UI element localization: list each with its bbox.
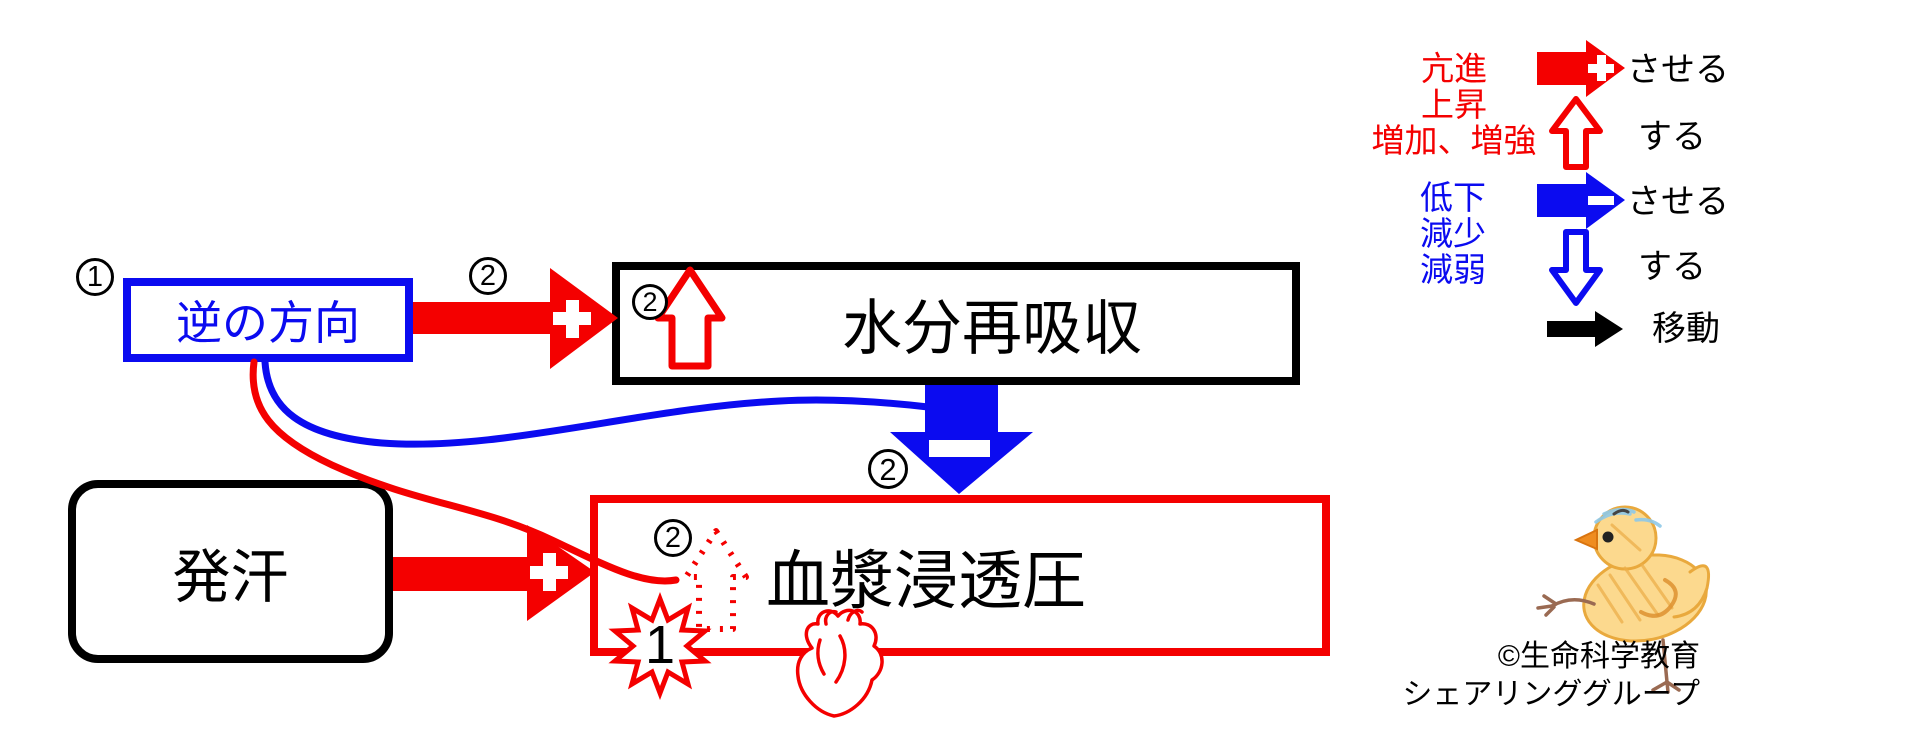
legend-increase-term-2: 上昇 [1421,86,1487,123]
legend-decrease-become-label: する [1638,248,1706,286]
legend-decrease-cause-label: させる [1627,183,1729,221]
plus-sign-icon [530,553,568,591]
legend-increase-cause-label: させる [1627,51,1729,89]
minus-sign-icon [929,440,990,457]
node-water-reabsorption-label: 水分再吸収 [842,295,1142,362]
plus-sign-icon [553,300,591,338]
node-sweating-label: 発汗 [172,544,289,610]
legend-increase-become-label: する [1638,118,1706,156]
step-badge-2-arrow: 2 [469,257,507,295]
step-badge-1-value: 1 [86,260,104,293]
legend-decrease-term-2: 減少 [1420,215,1486,252]
credit-line-2: シェアリンググループ [1402,678,1700,711]
starburst-step-number: 1 [638,615,682,675]
decrease-arrow-to-plasma-icon [890,385,1033,494]
increase-arrow-to-water-icon [413,268,618,369]
legend-move-arrow-icon [1547,311,1623,347]
legend-increase-become-arrow-icon [1549,96,1603,170]
credit-text: ©生命科学教育 シェアリンググループ [1300,638,1700,714]
step-badge-2-blue-arrow: 2 [868,449,908,489]
node-plasma-osmotic-pressure: 血漿浸透圧 [590,495,1330,656]
node-plasma-osmotic-pressure-label: 血漿浸透圧 [766,544,1086,617]
legend-increase-cause-arrow-icon [1537,40,1625,97]
credit-line-1: ©生命科学教育 [1497,640,1700,673]
starburst-step-number-value: 1 [644,615,676,675]
step-badge-2-plasma: 2 [654,519,692,557]
step-badge-2-arrow-value: 2 [479,259,497,292]
step-badge-2-plasma-value: 2 [664,521,682,554]
legend-move-label: 移動 [1652,310,1720,348]
legend-increase-terms: 亢進 上昇 増加、増強 [1358,51,1550,159]
legend-increase-term-3: 増加、増強 [1371,122,1537,159]
legend-decrease-term-3: 減弱 [1420,251,1486,288]
increase-arrow-to-plasma-icon [393,525,595,621]
step-badge-2-water-value: 2 [642,286,658,317]
step-badge-2-water: 2 [632,284,668,320]
step-badge-1: 1 [76,258,114,296]
node-reverse-direction-label: 逆の方向 [176,297,360,349]
legend-decrease-become-arrow-icon [1549,229,1603,306]
plus-sign-icon [1588,55,1614,81]
node-water-reabsorption: 水分再吸収 [612,262,1300,385]
legend-decrease-cause-arrow-icon [1537,172,1625,229]
node-sweating: 発汗 [68,480,393,663]
minus-sign-icon [1588,196,1614,205]
legend-increase-term-1: 亢進 [1421,50,1487,87]
node-reverse-direction: 逆の方向 [123,278,413,362]
step-badge-2-blue-arrow-value: 2 [879,451,897,487]
legend-decrease-terms: 低下 減少 減弱 [1414,180,1492,288]
legend-decrease-term-1: 低下 [1420,179,1486,216]
